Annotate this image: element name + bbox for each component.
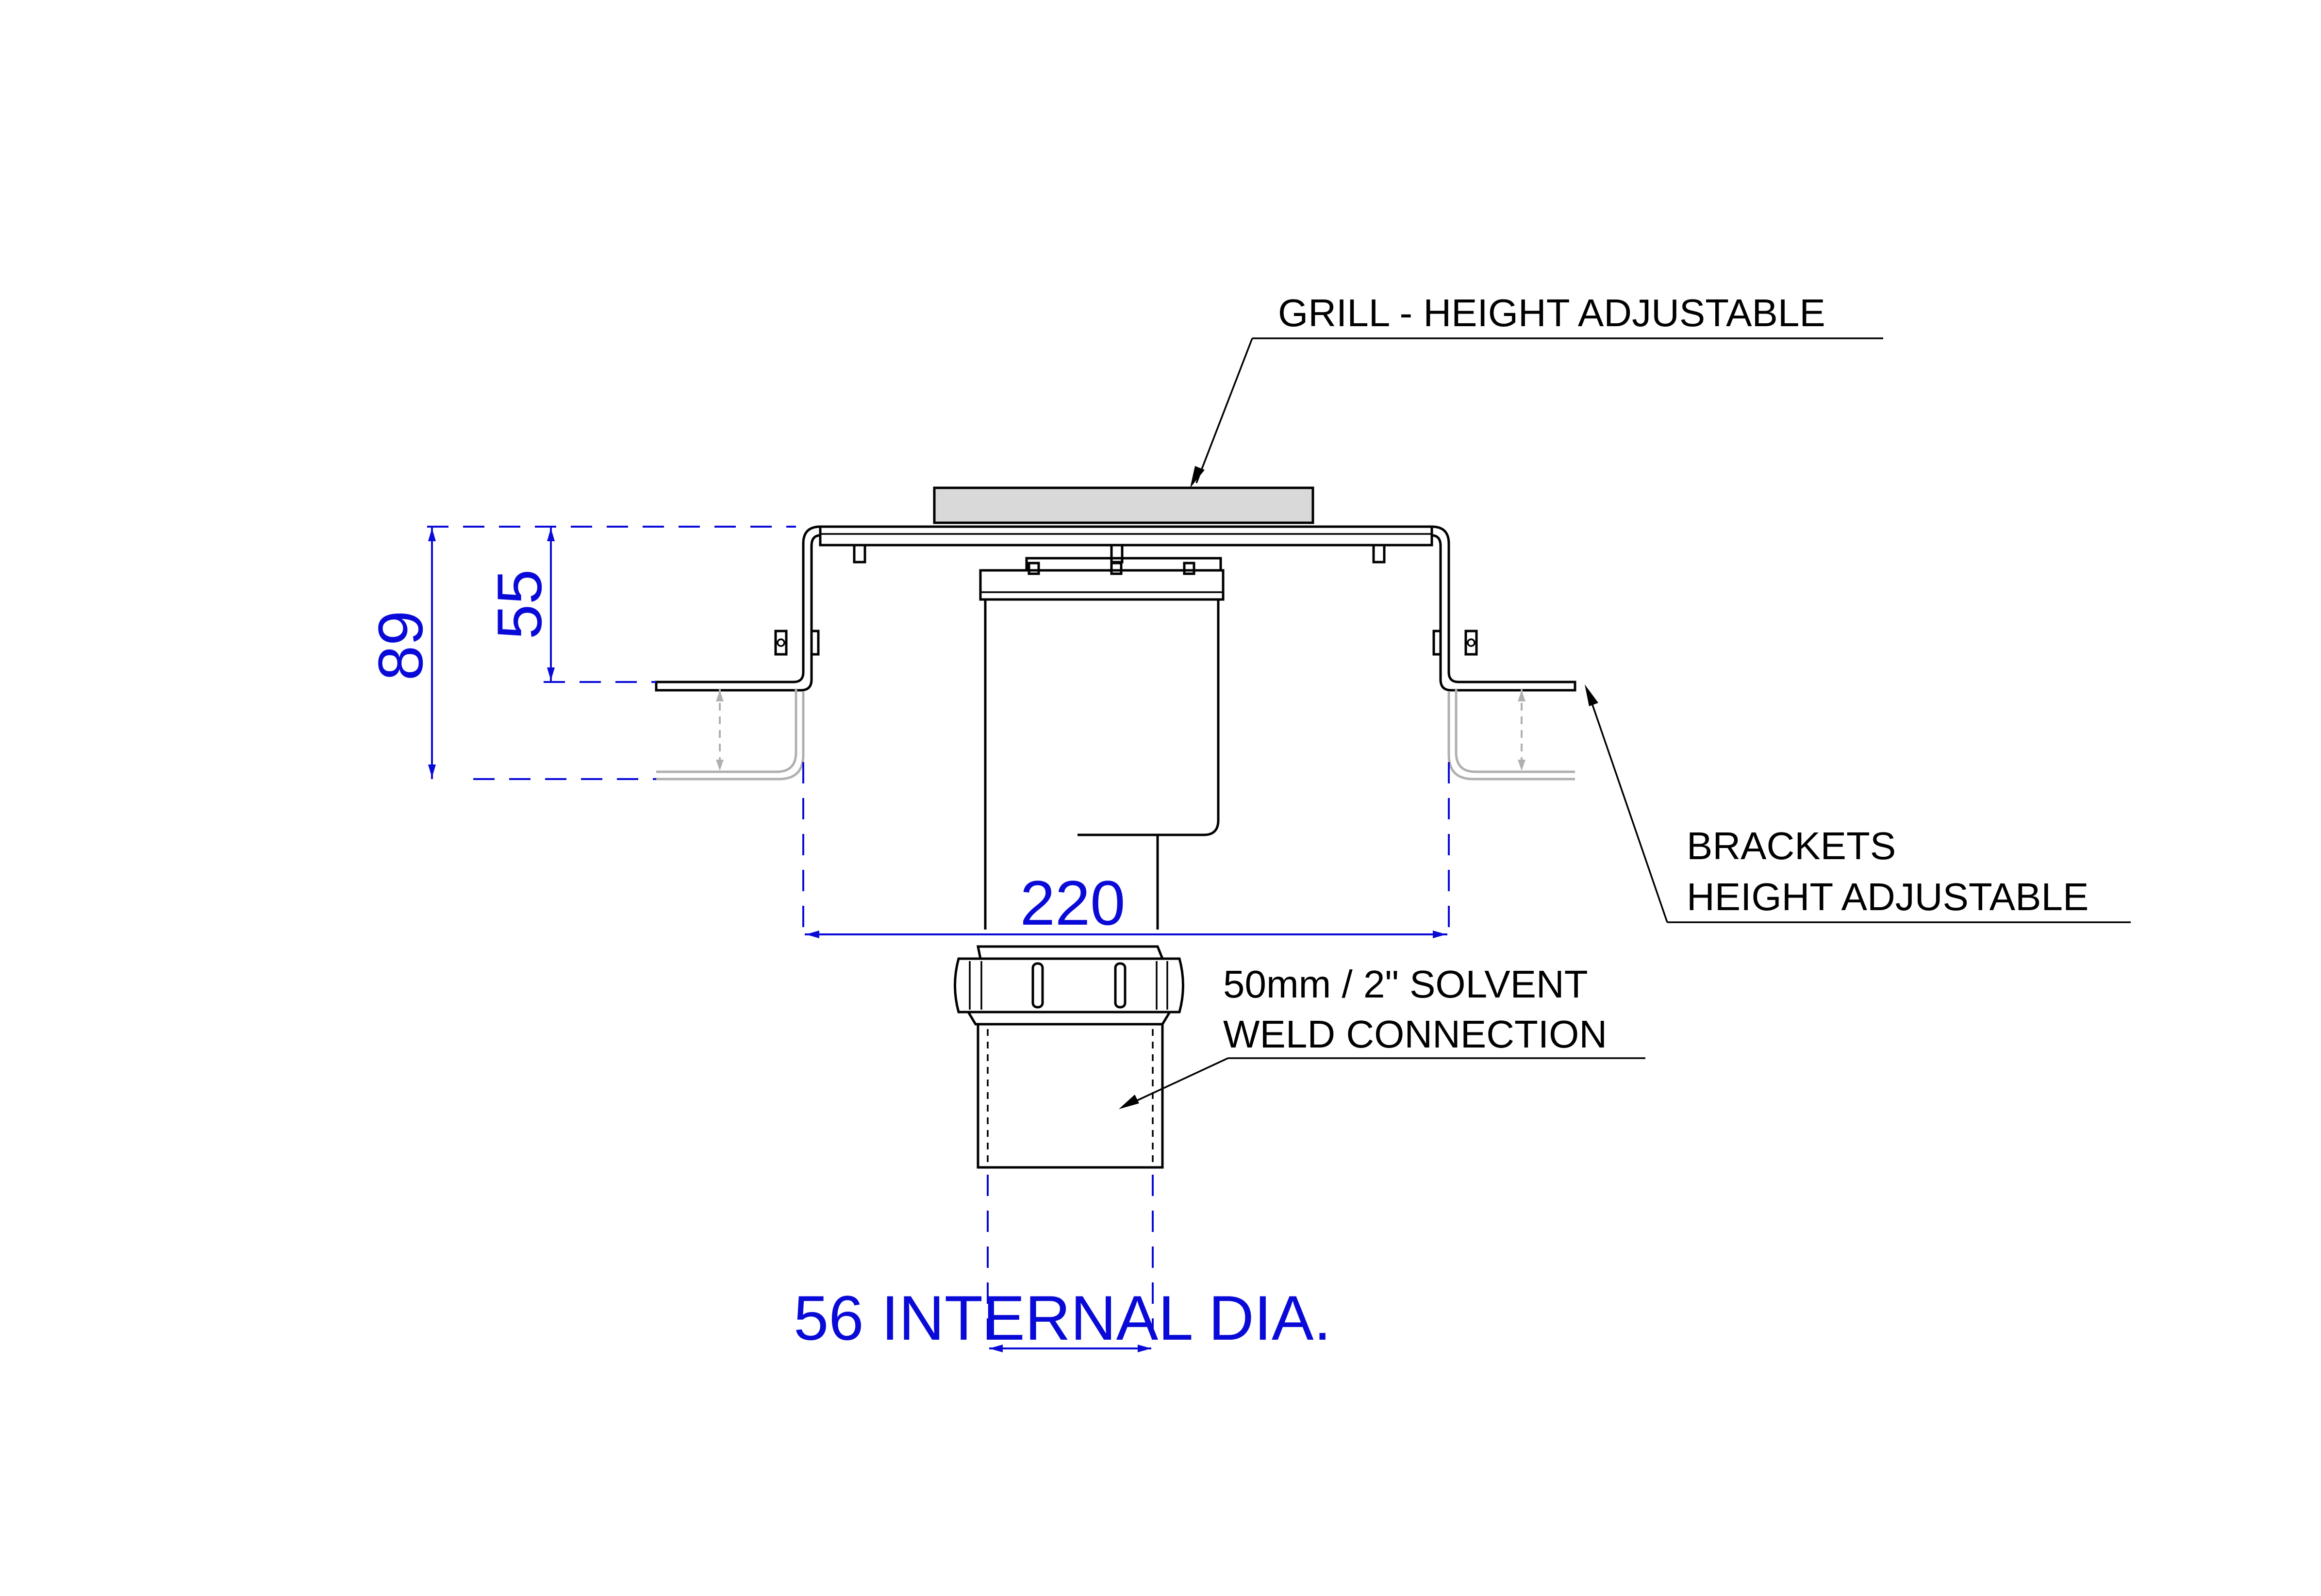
dimension-220: 220 — [802, 762, 1450, 939]
grill-label: GRILL - HEIGHT ADJUSTABLE — [1278, 291, 1825, 334]
dimension-220-label: 220 — [1020, 867, 1126, 938]
dimension-55-label: 55 — [484, 569, 555, 640]
brackets-label-line2: HEIGHT ADJUSTABLE — [1687, 875, 2089, 918]
dimension-internal-dia-label: 56 INTERNAL DIA. — [794, 1282, 1331, 1353]
callout-solvent-weld: 50mm / 2" SOLVENT WELD CONNECTION — [1119, 963, 1645, 1109]
solvent-label-line2: WELD CONNECTION — [1223, 1013, 1607, 1056]
bracket-right — [1431, 525, 1576, 692]
dimension-55: 55 — [484, 527, 656, 683]
solvent-label-line1: 50mm / 2" SOLVENT — [1223, 963, 1588, 1006]
dimension-89: 89 — [365, 526, 796, 780]
callout-grill: GRILL - HEIGHT ADJUSTABLE — [1190, 291, 1883, 488]
outlet-pipe — [977, 1023, 1164, 1169]
brackets-label-line1: BRACKETS — [1687, 824, 1896, 867]
bracket-adjust-ghost-left — [656, 689, 805, 781]
bracket-left — [655, 525, 821, 692]
dimension-89-label: 89 — [365, 611, 436, 681]
grill-plate — [933, 486, 1314, 524]
dimension-internal-dia: 56 INTERNAL DIA. — [794, 1175, 1331, 1354]
frame-plate — [819, 525, 1433, 564]
drain-body — [979, 557, 1225, 930]
bracket-adjust-ghost-right — [1447, 689, 1575, 781]
callout-brackets: BRACKETS HEIGHT ADJUSTABLE — [1585, 684, 2131, 923]
compression-nut — [954, 945, 1184, 1026]
